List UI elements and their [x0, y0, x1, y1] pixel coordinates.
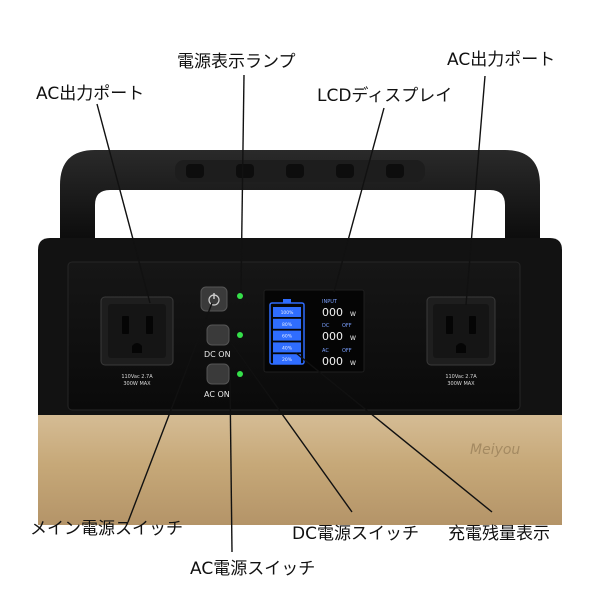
- lcd-input-unit: W: [350, 311, 356, 318]
- battery-bar: [273, 354, 301, 365]
- battery-bar: [273, 330, 301, 341]
- callout-ac-port-right: AC出力ポート: [447, 50, 556, 70]
- dc-button-label: DC ON: [204, 350, 231, 359]
- lcd-dc-unit: W: [350, 335, 356, 342]
- left-outlet-rating-1: 110Vac 2.7A: [121, 374, 153, 380]
- lcd-input-readout: 000: [322, 306, 343, 319]
- battery-level-indicator: 100% 80% 60% 40% 20%: [269, 299, 305, 365]
- right-outlet-rating-1: 110Vac 2.7A: [445, 374, 477, 380]
- left-outlet-rating-2: 300W MAX: [123, 381, 151, 387]
- lcd-display: 100%80%60%40%20% INPUT 000 W DC OFF 000 …: [263, 289, 365, 373]
- leader-dc-switch: [231, 343, 353, 513]
- leader-ac-switch: [229, 379, 233, 553]
- leader-power-lamp: [240, 74, 245, 291]
- ac-button-label: AC ON: [204, 390, 230, 399]
- brand-mark: Meiyou: [470, 442, 520, 458]
- battery-bar-label: 40%: [282, 345, 293, 351]
- callout-ac-switch: AC電源スイッチ: [190, 559, 316, 579]
- battery-bar-label: 20%: [282, 357, 293, 363]
- lcd-dc-readout: 000: [322, 330, 343, 343]
- leader-lines: [96, 74, 493, 553]
- battery-bar-label: 100%: [281, 310, 295, 316]
- leader-lcd: [333, 107, 385, 293]
- ac-power-button[interactable]: [206, 363, 230, 385]
- ac-outlet-right: 110Vac 2.7A 300W MAX: [426, 296, 496, 387]
- battery-bar-label: 80%: [282, 322, 293, 328]
- power-led: [237, 293, 243, 299]
- leader-ac-port-right: [465, 75, 486, 306]
- gold-base: Meiyou: [38, 405, 562, 525]
- lcd-dc-label: DC: [322, 323, 330, 329]
- callout-dc-switch: DC電源スイッチ: [292, 524, 419, 544]
- dc-power-button[interactable]: [206, 324, 230, 346]
- lcd-ac-unit: W: [350, 360, 356, 367]
- dc-led: [237, 332, 243, 338]
- leader-main-switch: [127, 302, 213, 523]
- lcd-ac-label: AC: [322, 348, 329, 354]
- lcd-input-label: INPUT: [322, 299, 338, 305]
- battery-bar: [273, 342, 301, 353]
- battery-bar: [273, 307, 301, 317]
- lcd-ac-off: OFF: [342, 348, 352, 354]
- main-power-button[interactable]: [200, 286, 228, 312]
- ac-led: [237, 371, 243, 377]
- battery-bar: [273, 318, 301, 329]
- leader-ac-port-left: [96, 103, 151, 304]
- battery-bar-label: 60%: [282, 334, 293, 340]
- lcd-dc-off: OFF: [342, 323, 352, 329]
- right-outlet-rating-2: 300W MAX: [447, 381, 475, 387]
- leader-charge-level: [295, 352, 493, 513]
- callout-main-switch: メイン電源スイッチ: [30, 519, 183, 539]
- carry-handle: [60, 150, 540, 240]
- callout-charge-level: 充電残量表示: [448, 524, 550, 544]
- lcd-ac-readout: 000: [322, 355, 343, 368]
- callout-lcd-display: LCDディスプレイ: [317, 86, 453, 106]
- callout-power-lamp: 電源表示ランプ: [177, 52, 296, 72]
- callout-ac-port-left: AC出力ポート: [36, 84, 145, 104]
- ac-outlet-left: 110Vac 2.7A 300W MAX: [100, 296, 174, 387]
